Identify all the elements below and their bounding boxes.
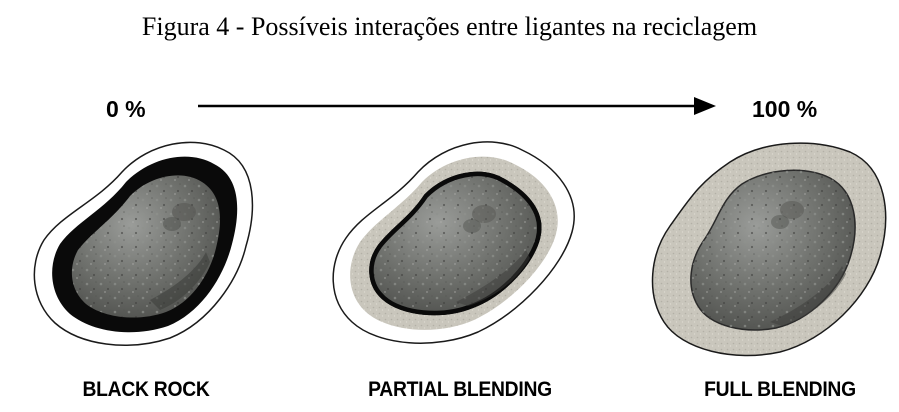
particle-partial-blending bbox=[332, 141, 575, 344]
scale-start-label: 0 % bbox=[106, 96, 146, 122]
arrow-head bbox=[694, 97, 716, 115]
stage-label-partial-blending: PARTIAL BLENDING bbox=[368, 378, 552, 401]
stage-label-full-blending: FULL BLENDING bbox=[704, 378, 856, 401]
particle-black-rock bbox=[33, 141, 254, 346]
scale-end-label: 100 % bbox=[752, 96, 818, 122]
progress-arrow bbox=[198, 97, 716, 115]
figure-caption: Figura 4 - Possíveis interações entre li… bbox=[141, 12, 758, 41]
stage-label-black-rock: BLACK ROCK bbox=[82, 378, 210, 401]
particle-full-blending bbox=[651, 142, 887, 357]
